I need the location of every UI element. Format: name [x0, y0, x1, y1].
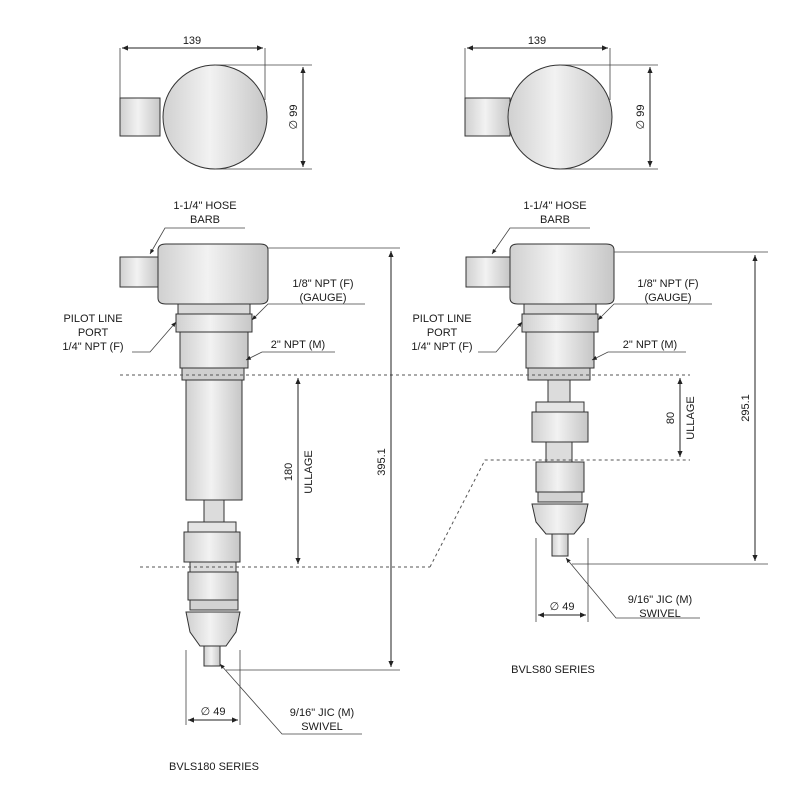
- left-lower-body: [187, 571, 239, 601]
- right-ullage-value: 80: [665, 412, 677, 424]
- right-jic-fitting: [551, 533, 569, 557]
- left-overall-height: 395.1: [376, 448, 388, 476]
- left-bottom-diameter: ∅ 49: [201, 706, 226, 718]
- left-top-view: 139 ∅ 99: [119, 35, 312, 170]
- left-top-width: 139: [183, 35, 201, 47]
- right-hose-barb: [465, 256, 511, 288]
- left-ullage-value: 180: [283, 463, 295, 481]
- left-series-label: BVLS180 SERIES: [169, 761, 259, 773]
- right-npt-section: [525, 331, 595, 369]
- right-top-width: 139: [528, 35, 546, 47]
- left-thread: [181, 367, 245, 381]
- right-pilot-line2: PORT: [427, 327, 458, 339]
- right-float: [531, 411, 589, 443]
- right-series-label: BVLS80 SERIES: [511, 664, 595, 676]
- right-bottom-diameter: ∅ 49: [550, 601, 575, 613]
- left-swivel-cone: [185, 611, 241, 647]
- left-hose-barb: [119, 256, 159, 288]
- right-lower-body: [535, 461, 585, 493]
- left-jic-fitting: [203, 645, 221, 667]
- left-top-circle: [162, 64, 268, 170]
- right-swivel-line2: SWIVEL: [639, 608, 681, 620]
- right-gauge-line1: 1/8" NPT (F): [637, 278, 698, 290]
- left-gauge-line2: (GAUGE): [299, 292, 346, 304]
- right-top-circle: [507, 64, 613, 170]
- left-pilot-line2: PORT: [78, 327, 109, 339]
- right-annotations: 1-1/4" HOSE BARB 1/8" NPT (F) (GAUGE) PI…: [411, 200, 768, 676]
- left-top-diameter: ∅ 99: [288, 105, 300, 130]
- right-top-barb: [464, 97, 511, 137]
- left-ullage-label: ULLAGE: [303, 450, 315, 493]
- left-float: [183, 531, 241, 563]
- right-port-block: [521, 313, 599, 333]
- right-assembly: 139 ∅ 99 1-1/4" HOSE: [411, 35, 768, 676]
- right-side-view: [465, 243, 615, 557]
- left-float-tube: [185, 379, 243, 501]
- left-port-block: [175, 313, 253, 333]
- left-pilot-line3: 1/4" NPT (F): [62, 341, 123, 353]
- right-gauge-line2: (GAUGE): [644, 292, 691, 304]
- left-side-view: [119, 243, 269, 667]
- right-ullage-label: ULLAGE: [685, 396, 697, 439]
- right-top-view: 139 ∅ 99: [464, 35, 658, 170]
- right-pilot-line1: PILOT LINE: [412, 313, 471, 325]
- left-npt-label: 2" NPT (M): [271, 339, 325, 351]
- left-swivel-line2: SWIVEL: [301, 721, 343, 733]
- left-swivel-line1: 9/16" JIC (M): [290, 707, 354, 719]
- right-hose-barb-line1: 1-1/4" HOSE: [523, 200, 586, 212]
- right-swivel-line1: 9/16" JIC (M): [628, 594, 692, 606]
- right-swivel-cone: [531, 503, 589, 535]
- left-npt-section: [179, 331, 249, 369]
- left-assembly: 139 ∅ 99: [62, 35, 520, 773]
- left-hose-barb-line1: 1-1/4" HOSE: [173, 200, 236, 212]
- right-hose-barb-line2: BARB: [540, 214, 570, 226]
- left-annotations: 1-1/4" HOSE BARB 1/8" NPT (F) (GAUGE) PI…: [62, 200, 520, 773]
- right-overall-height: 295.1: [740, 394, 752, 422]
- left-gauge-line1: 1/8" NPT (F): [292, 278, 353, 290]
- left-head: [157, 243, 269, 305]
- right-thread: [527, 367, 591, 381]
- right-pilot-line3: 1/4" NPT (F): [411, 341, 472, 353]
- right-head: [509, 243, 615, 305]
- left-hose-barb-line2: BARB: [190, 214, 220, 226]
- left-top-barb: [119, 97, 161, 137]
- right-npt-label: 2" NPT (M): [623, 339, 677, 351]
- left-pilot-line1: PILOT LINE: [63, 313, 122, 325]
- right-top-diameter: ∅ 99: [635, 105, 647, 130]
